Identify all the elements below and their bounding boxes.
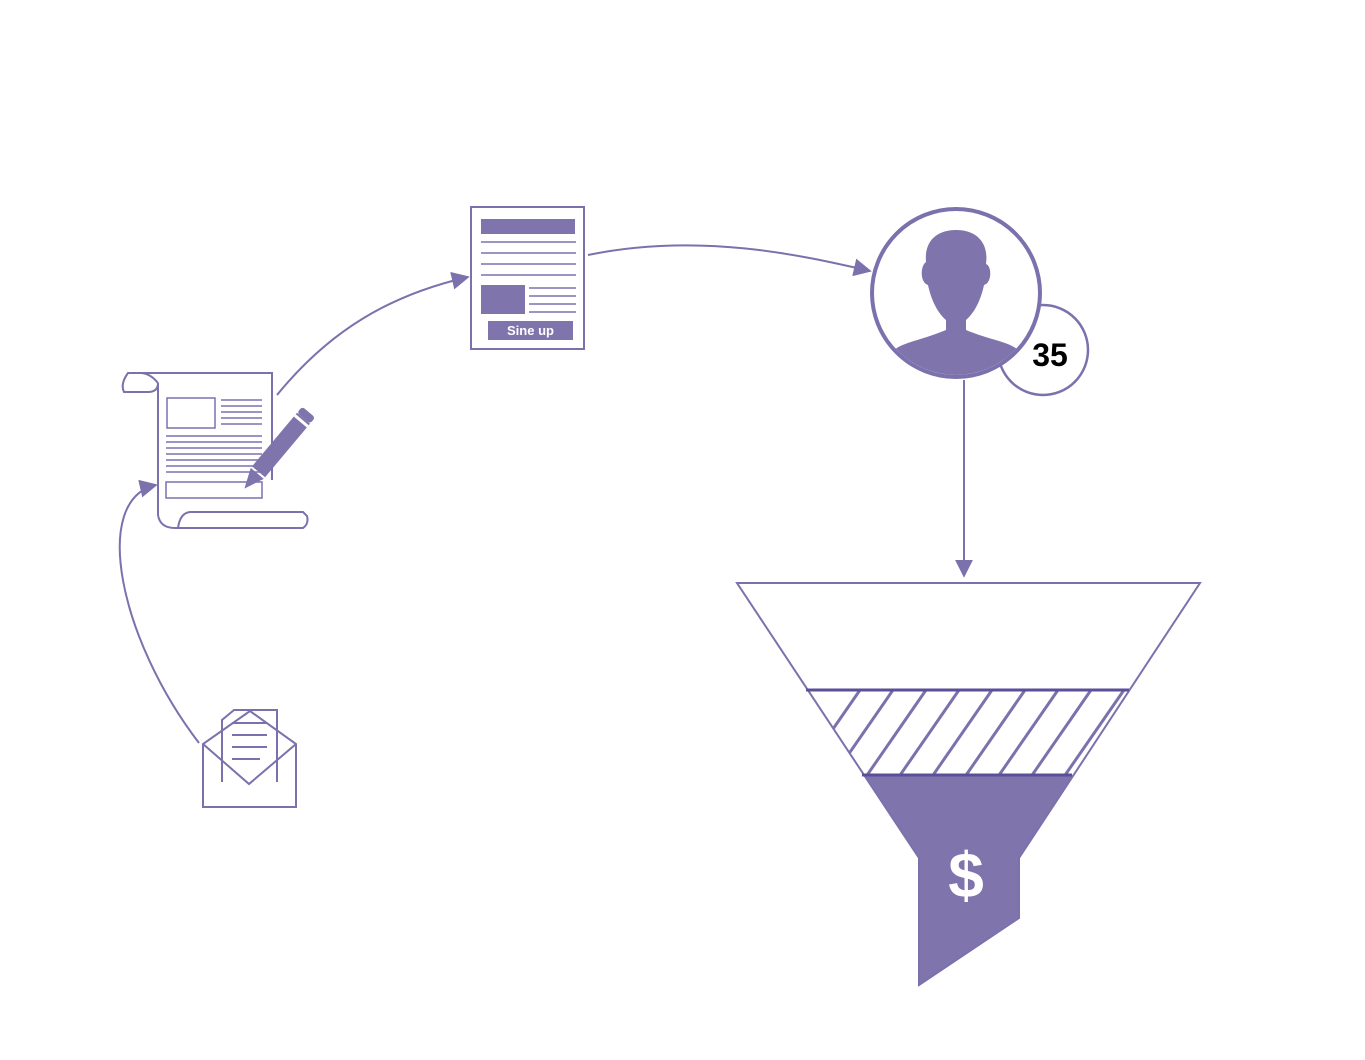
user-avatar-icon: 35 <box>870 207 1090 397</box>
connector-email-to-document <box>118 479 200 744</box>
document-with-pencil-icon <box>121 372 314 529</box>
dollar-icon: $ <box>948 839 984 911</box>
sign-up-button-label: Sine up <box>507 323 554 338</box>
landing-page-form-icon: Sine up <box>470 206 585 350</box>
connector-landing-page-to-user <box>587 244 872 277</box>
count-badge-value: 35 <box>1032 337 1068 373</box>
sales-funnel-icon: $ <box>735 582 1202 987</box>
sign-up-button[interactable] <box>488 321 573 340</box>
connector-document-to-landing-page <box>276 271 470 396</box>
open-envelope-with-letter-icon <box>202 709 297 808</box>
